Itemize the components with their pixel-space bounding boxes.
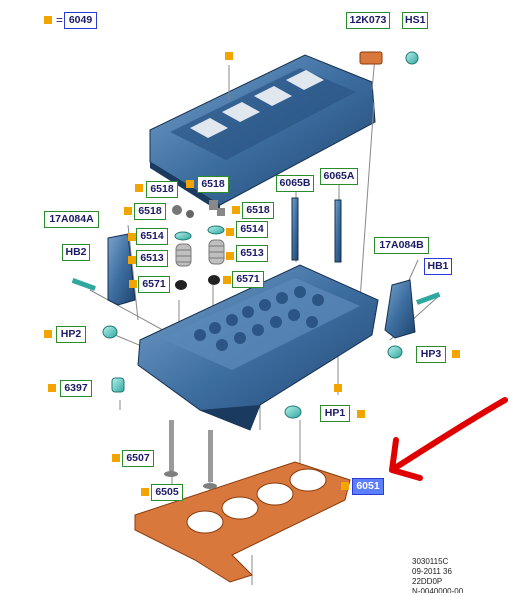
marker-6518-2 [186, 180, 194, 188]
part-label-HS1[interactable]: HS1 [402, 12, 428, 29]
part-label-6571-2[interactable]: 6571 [232, 271, 264, 288]
part-label-6514-1[interactable]: 6514 [136, 228, 168, 245]
camshaft-sensor [359, 51, 419, 65]
legend-code-6049[interactable]: 6049 [64, 12, 97, 29]
reference-line-4: N-0040000-00 [412, 587, 464, 593]
marker-6518-4 [232, 206, 240, 214]
marker-6507 [112, 454, 120, 462]
marker-6571-2 [223, 276, 231, 284]
part-label-HP1[interactable]: HP1 [320, 405, 350, 422]
diagram-reference: 3030115C 09-2011 36 22DD0P N-0040000-00 [412, 557, 463, 593]
part-label-6518-2[interactable]: 6518 [197, 176, 229, 193]
part-label-6513-2[interactable]: 6513 [236, 245, 268, 262]
camshaft-carrier [149, 54, 376, 212]
part-label-HB2[interactable]: HB2 [62, 244, 90, 261]
marker-6571-1 [129, 280, 137, 288]
marker-6513-1 [128, 256, 136, 264]
part-label-6571-1[interactable]: 6571 [138, 276, 170, 293]
reference-line-1: 3030115C [412, 557, 449, 566]
part-label-6518-4[interactable]: 6518 [242, 202, 274, 219]
part-label-6065B[interactable]: 6065B [276, 175, 314, 192]
legend-equals: = [56, 13, 64, 27]
marker-6397 [48, 384, 56, 392]
part-label-17A084B[interactable]: 17A084B [374, 237, 429, 254]
part-label-6507[interactable]: 6507 [122, 450, 154, 467]
reference-line-2: 09-2011 36 [412, 567, 452, 576]
cylinder-head-gasket [134, 461, 351, 583]
part-label-6518-1[interactable]: 6518 [146, 181, 178, 198]
reference-line-3: 22DD0P [412, 577, 443, 586]
lifting-brackets [71, 233, 441, 339]
part-label-6397[interactable]: 6397 [60, 380, 92, 397]
part-label-6518-3[interactable]: 6518 [134, 203, 166, 220]
marker-6513-2 [226, 252, 234, 260]
marker-HP3 [452, 350, 460, 358]
marker-6518-1 [135, 184, 143, 192]
part-label-HP3[interactable]: HP3 [416, 346, 446, 363]
part-label-17A084A[interactable]: 17A084A [44, 211, 99, 228]
part-label-HP2[interactable]: HP2 [56, 326, 86, 343]
marker-6049-carrier [225, 52, 233, 60]
cylinder-head-bolts [291, 197, 342, 263]
red-arrow [389, 397, 508, 481]
marker-HP2 [44, 330, 52, 338]
cylinder-head [137, 264, 379, 431]
marker-6518-3 [124, 207, 132, 215]
plugs [102, 325, 403, 419]
marker-cylinder-head [334, 384, 342, 392]
part-label-12K073[interactable]: 12K073 [346, 12, 390, 29]
valvetrain-parts [172, 200, 225, 290]
part-label-6051[interactable]: 6051 [352, 478, 384, 495]
marker-6505 [141, 488, 149, 496]
part-label-6513-1[interactable]: 6513 [136, 250, 168, 267]
valves [164, 420, 217, 489]
part-label-6065A[interactable]: 6065A [320, 168, 358, 185]
marker-6514-1 [128, 233, 136, 241]
legend-marker [44, 16, 52, 24]
marker-6051 [341, 482, 349, 490]
part-label-HB1[interactable]: HB1 [424, 258, 452, 275]
marker-6514-2 [226, 228, 234, 236]
marker-HP1 [357, 410, 365, 418]
part-label-6514-2[interactable]: 6514 [236, 221, 268, 238]
part-label-6505[interactable]: 6505 [151, 484, 183, 501]
